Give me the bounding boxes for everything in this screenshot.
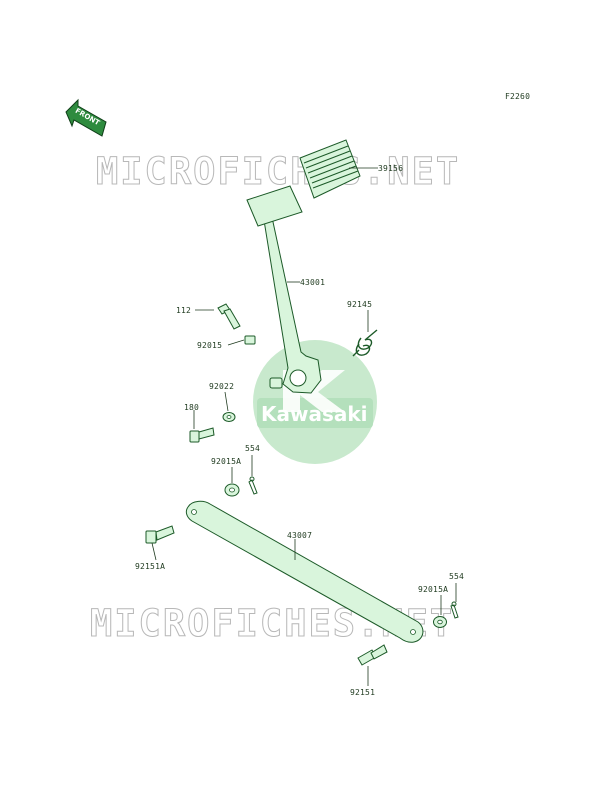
cotter-pin-lower <box>450 601 459 619</box>
part-label-92015A-lower: 92015A <box>418 585 449 594</box>
part-label-92145: 92145 <box>347 300 373 309</box>
part-label-92151A: 92151A <box>135 562 166 571</box>
part-label-180: 180 <box>184 403 200 412</box>
front-arrow-icon <box>65 98 107 137</box>
bolt-180 <box>189 427 215 443</box>
part-label-112: 112 <box>176 306 192 315</box>
figure-code: F2260 <box>505 92 531 101</box>
nut-92015A-upper <box>224 483 240 497</box>
part-label-554-upper: 554 <box>245 444 261 453</box>
part-label-92015A-upper: 92015A <box>211 457 242 466</box>
kawasaki-brand-text: Kawasaki <box>261 402 368 426</box>
part-label-43001: 43001 <box>300 278 326 287</box>
part-label-92022: 92022 <box>209 382 235 391</box>
part-label-43007: 43007 <box>287 531 313 540</box>
return-spring <box>352 329 378 357</box>
brake-pedal-arm <box>261 207 322 394</box>
bolt-92151 <box>357 644 388 666</box>
part-label-554-lower: 554 <box>449 572 465 581</box>
bolt-112 <box>217 303 241 330</box>
pedal-pad <box>299 139 361 199</box>
part-label-39156: 39156 <box>378 164 404 173</box>
washer-92022 <box>222 412 236 422</box>
watermark-upper: MICROFICHES.NET <box>95 150 461 194</box>
leader-lines <box>151 167 457 686</box>
bolt-92151A <box>145 525 175 544</box>
nut-92015A-lower <box>433 616 447 628</box>
brake-rod <box>185 500 424 643</box>
part-label-92151: 92151 <box>350 688 376 697</box>
nut-92015 <box>244 335 256 345</box>
part-label-92015: 92015 <box>197 341 223 350</box>
pedal-plate <box>246 185 303 227</box>
cotter-pin-upper <box>248 476 258 495</box>
